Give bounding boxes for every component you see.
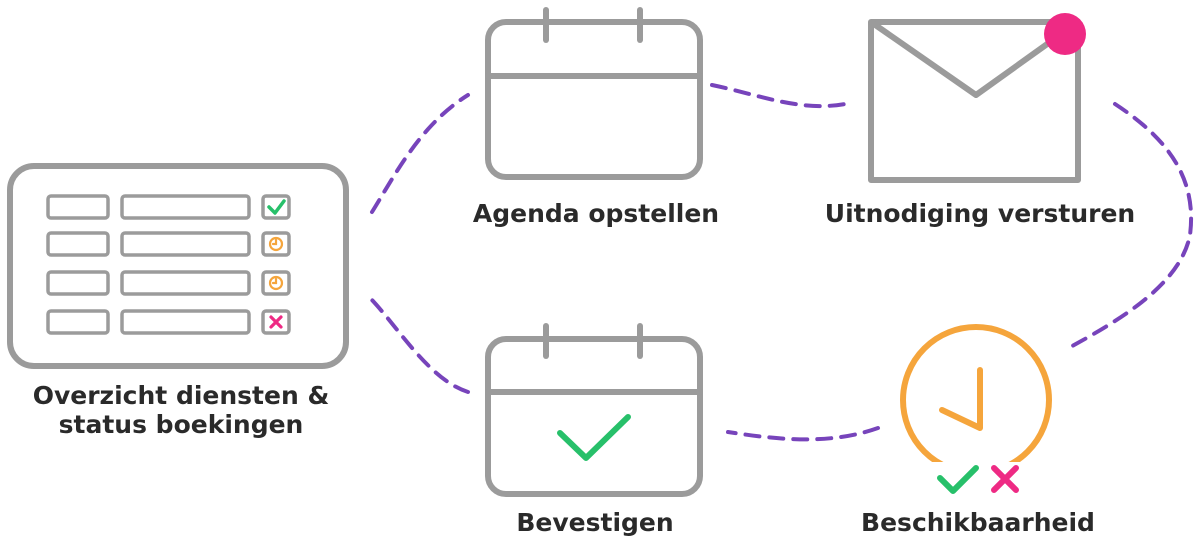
connector-overview-to-agenda xyxy=(370,93,470,214)
envelope-notification-icon xyxy=(868,13,1086,183)
check-icon xyxy=(267,199,286,215)
cross-icon xyxy=(269,315,283,329)
row-status-declined xyxy=(261,309,291,335)
connectors xyxy=(370,83,1193,442)
step-label-availability: Beschikbaarheid xyxy=(861,508,1095,537)
step-label-agenda: Agenda opstellen xyxy=(473,199,719,228)
connector-agenda-to-invite xyxy=(710,83,847,109)
step-label-overview-line-2: status boekingen xyxy=(59,410,304,439)
cross-icon xyxy=(991,465,1019,493)
check-icon xyxy=(557,414,631,461)
check-icon xyxy=(937,465,979,494)
step-label-confirm: Bevestigen xyxy=(516,508,673,537)
table-status-icon xyxy=(7,163,349,369)
calendar-icon xyxy=(485,7,703,180)
connector-invite-to-availability xyxy=(1063,102,1193,352)
step-label-invite: Uitnodiging versturen xyxy=(825,199,1135,228)
row-status-pending xyxy=(261,270,291,296)
row-status-pending xyxy=(261,231,291,257)
row-status-check xyxy=(261,194,291,220)
step-label-overview-line-1: Overzicht diensten & xyxy=(33,381,330,410)
clock-icon xyxy=(268,275,284,291)
calendar-check-icon xyxy=(485,323,703,497)
connector-confirm-to-overview xyxy=(370,298,470,394)
clock-icon xyxy=(900,324,1052,496)
connector-availability-to-confirm xyxy=(726,426,880,442)
clock-icon xyxy=(268,236,284,252)
notification-dot xyxy=(1044,13,1086,55)
